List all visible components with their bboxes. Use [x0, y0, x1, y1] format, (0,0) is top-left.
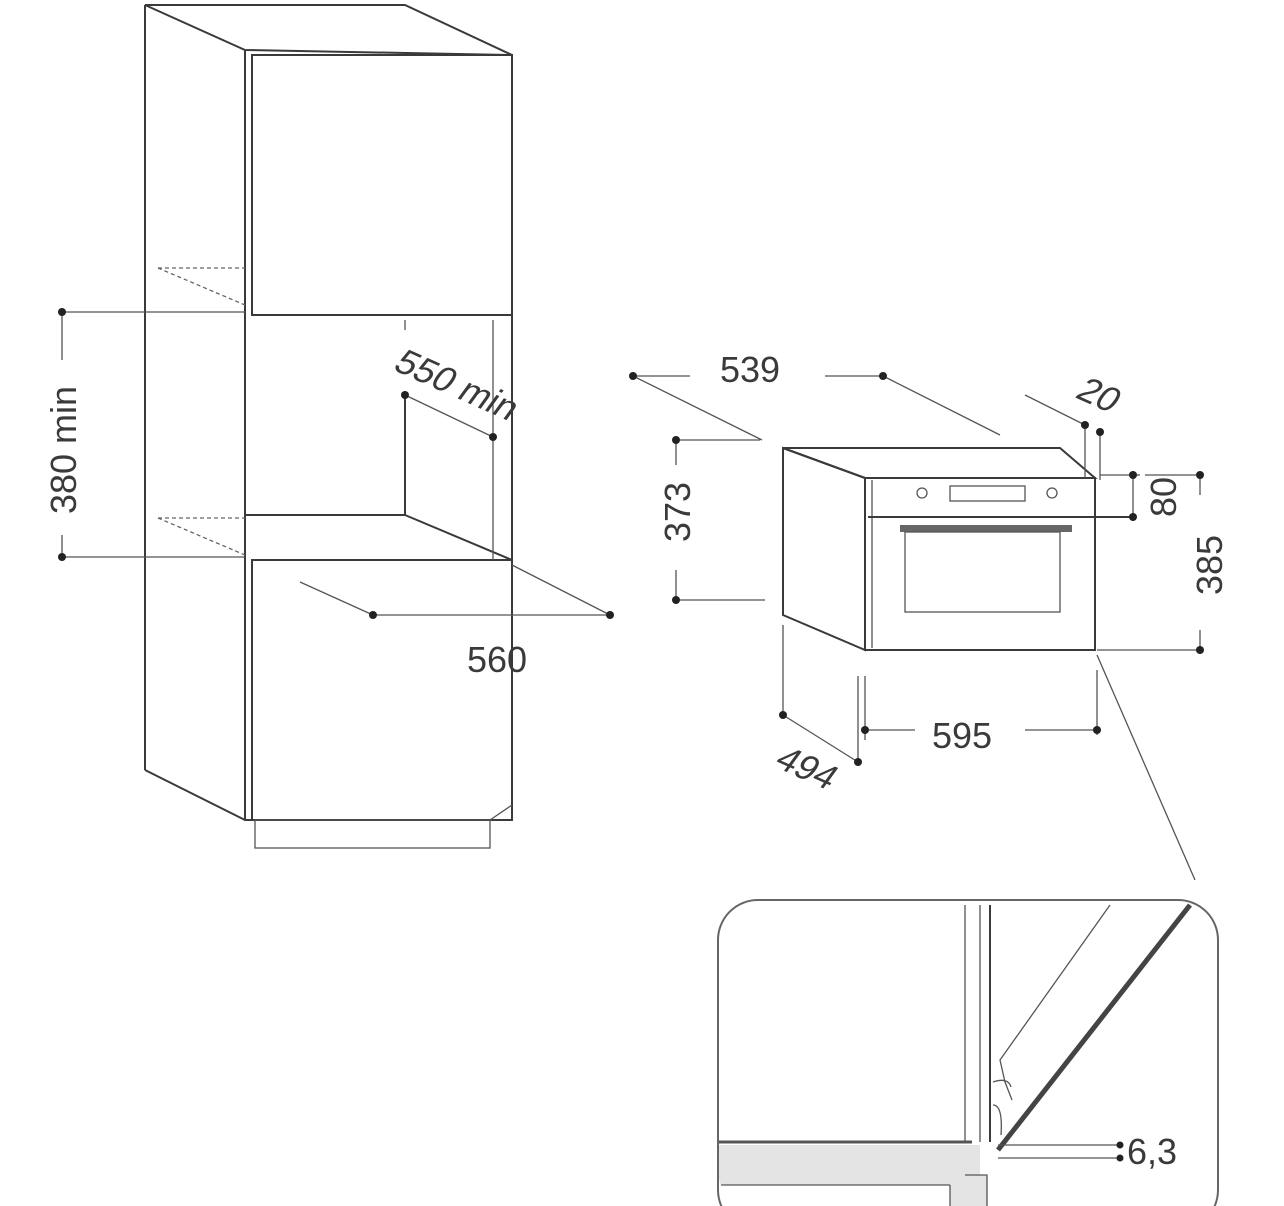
detail-inset: 6,3: [717, 899, 1219, 1206]
plinth-edge: [489, 804, 513, 821]
dimension-side-height: 373: [657, 436, 765, 604]
cabinet: [144, 4, 513, 849]
floor-step: [950, 1145, 987, 1206]
front-width-label: 595: [932, 715, 992, 756]
dimension-dot: [58, 553, 66, 561]
dimension-dot: [606, 611, 614, 619]
dimension-dot: [369, 611, 377, 619]
dimension-niche-depth: 550 min: [387, 342, 528, 441]
oven-door-panel: [996, 903, 1192, 1152]
extension-line: [299, 581, 374, 616]
dimension-niche-width: 560: [299, 564, 614, 680]
dimension-total-height: 385: [1097, 471, 1230, 654]
dimension-dot: [489, 433, 497, 441]
extension-line: [1024, 394, 1086, 426]
plinth: [254, 819, 491, 849]
upper-door: [251, 54, 513, 316]
door-handle: [900, 525, 1072, 532]
niche-depth-label: 550 min: [387, 342, 528, 428]
hidden-edge: [157, 267, 246, 306]
top-gap-label: 20: [1069, 370, 1130, 420]
knob-icon: [916, 487, 928, 499]
dimension-top-width: 539: [629, 349, 1001, 441]
top-width-label: 539: [720, 349, 780, 390]
dimension-dot: [1129, 471, 1137, 479]
cabinet-base-edge: [144, 769, 490, 821]
lower-door: [251, 559, 513, 821]
dimension-line: [782, 714, 859, 763]
dimension-depth: 494: [768, 625, 862, 797]
detail-leader-line: [1096, 654, 1196, 881]
dimension-dot: [1116, 1141, 1124, 1149]
dimension-dot: [1129, 513, 1137, 521]
dimension-dot: [779, 711, 787, 719]
floor-section: [718, 1145, 980, 1185]
side-height-label: 373: [657, 482, 698, 542]
extension-line: [511, 564, 611, 616]
dimension-panel-height: 80: [1100, 471, 1184, 521]
dimension-dot: [58, 308, 66, 316]
niche-shelf-side: [404, 514, 513, 561]
niche-width-label: 560: [467, 639, 527, 680]
oven-side: [782, 446, 866, 652]
cabinet-top: [144, 4, 513, 56]
niche-height-label: 380 min: [43, 386, 84, 514]
dimension-dot: [401, 391, 409, 399]
extension-line: [882, 375, 1001, 436]
floor-line: [965, 1174, 988, 1206]
dimension-dot: [1196, 471, 1204, 479]
dimension-niche-height: 380 min: [43, 308, 245, 561]
door-gap-label: 6,3: [1127, 1131, 1177, 1172]
knob-icon: [1046, 487, 1058, 499]
dimension-dot: [861, 726, 869, 734]
dimension-dot: [854, 758, 862, 766]
oven-top: [782, 447, 1098, 479]
door-window: [904, 531, 1061, 613]
hinge-detail: [992, 1079, 1012, 1136]
dimension-dot: [879, 372, 887, 380]
total-height-label: 385: [1189, 535, 1230, 595]
dimension-line: [404, 394, 494, 438]
dimension-dot: [629, 372, 637, 380]
dimension-dot: [672, 596, 680, 604]
dimension-dot: [672, 436, 680, 444]
dimension-front-width: 595: [857, 670, 1101, 762]
dimension-dot: [1096, 428, 1104, 436]
extension-line: [632, 375, 763, 441]
dimension-dot: [1116, 1154, 1124, 1162]
display: [949, 485, 1026, 502]
dimension-dot: [1093, 726, 1101, 734]
oven-front: [864, 477, 1096, 651]
door-hinge-outline: [999, 904, 1111, 1101]
hidden-edge: [157, 517, 246, 556]
panel-height-label: 80: [1143, 477, 1184, 517]
dimension-dot: [1081, 421, 1089, 429]
dimension-dot: [1196, 646, 1204, 654]
oven: [782, 446, 1133, 652]
detail-frame: [717, 899, 1219, 1206]
